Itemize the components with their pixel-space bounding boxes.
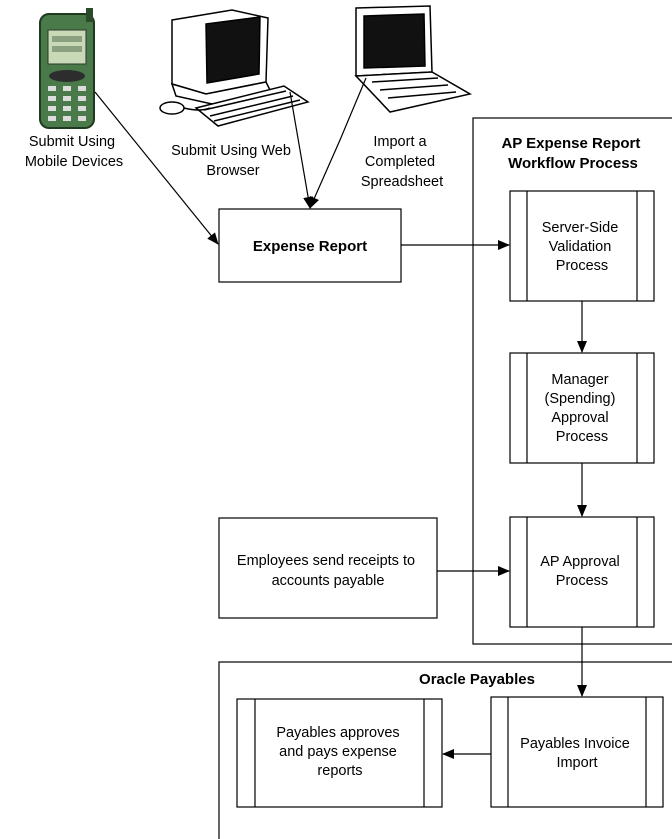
server-side-validation-label: Server-Side Validation Process [542,220,623,274]
receipts-box [218,517,438,619]
receipts-label: Employees send receipts to accounts paya… [237,553,419,589]
payables-approves-label: Payables approves and pays expense repor… [276,725,403,779]
laptop-icon [354,5,473,113]
mobile-phone-icon [39,8,95,129]
desktop-computer-icon [159,9,310,127]
spreadsheet-label: Import a Completed Spreadsheet [361,134,443,190]
payables-invoice-import-box [490,696,664,808]
web-arrow [289,91,314,209]
mobile-label: Submit Using Mobile Devices [25,134,123,170]
mobile-arrow [94,91,219,245]
ap-approval-label: AP Approval Process [540,554,624,589]
oracle-payables-title: Oracle Payables [419,671,535,688]
oracle-payables-container [218,661,672,839]
expense-report-label: Expense Report [253,238,367,255]
manager-approval-box [509,352,655,464]
web-label: Submit Using Web Browser [171,143,295,179]
ap-workflow-title: AP Expense Report Workflow Process [501,135,644,172]
spreadsheet-arrow [309,77,367,209]
payables-approves-box [236,698,443,808]
server-side-validation-box [509,190,655,302]
payables-invoice-import-label: Payables Invoice Import [520,736,634,771]
ap-approval-box [509,516,655,628]
manager-approval-label: Manager (Spending) Approval Process [545,372,620,445]
ap-workflow-container [472,117,672,645]
